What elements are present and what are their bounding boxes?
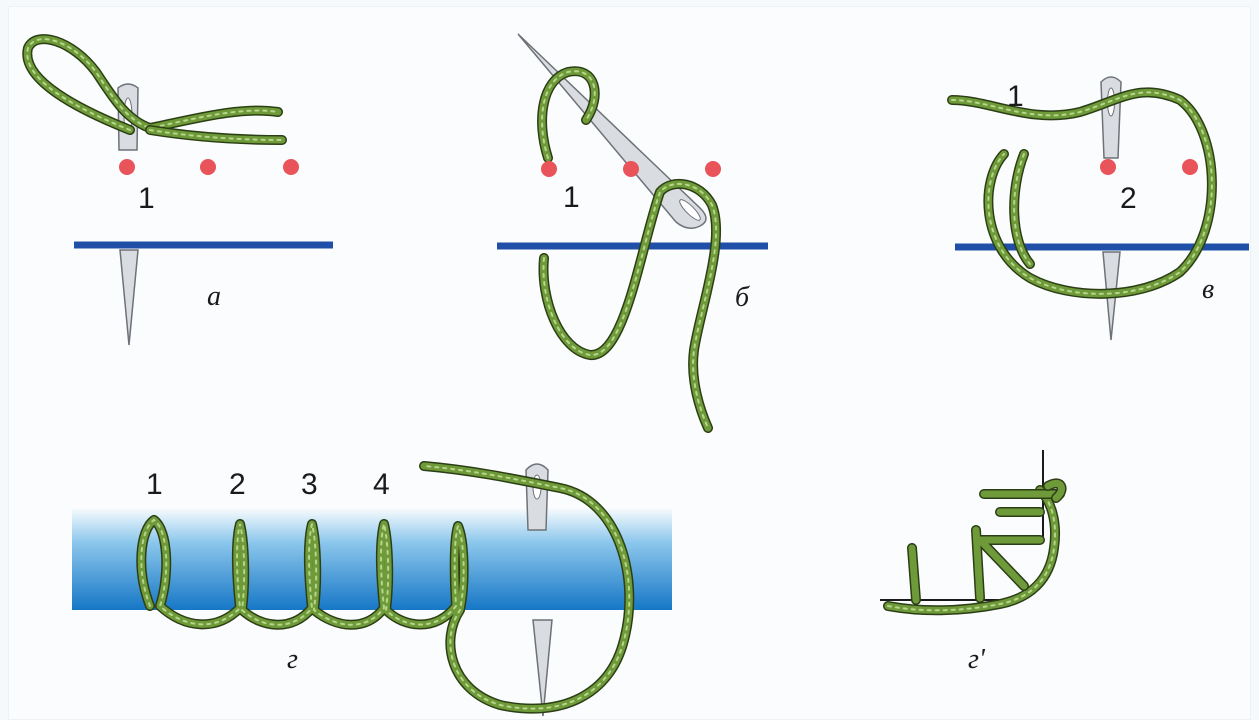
needle-icon: [119, 249, 139, 346]
loop-label: 3: [301, 468, 318, 501]
needle-icon: [532, 619, 553, 717]
panel-letter: б: [735, 282, 750, 313]
stitch-point: [623, 161, 639, 177]
thread: [537, 66, 722, 433]
loop-label: 1: [146, 468, 163, 501]
point-label: 1: [563, 181, 580, 214]
thread: [947, 87, 1217, 299]
stitch-point: [541, 161, 557, 177]
loop-label: 4: [373, 468, 390, 501]
point-label: 1: [1007, 80, 1024, 113]
needle-icon: [517, 33, 707, 229]
fabric-strip: [72, 506, 672, 610]
panel-g: 1 2 3 4 г: [72, 461, 672, 717]
thread: [22, 34, 287, 145]
stitch-point: [1182, 159, 1198, 175]
stitch-point: [200, 159, 216, 175]
stitch-point: [119, 159, 135, 175]
point-label: 2: [1120, 182, 1137, 215]
panel-letter: г': [968, 644, 986, 675]
panel-a: 1 а: [22, 34, 333, 346]
stitch-point: [1100, 159, 1116, 175]
panel-b: 1 б: [497, 33, 768, 433]
panel-letter: а: [207, 281, 221, 312]
thread: [136, 461, 635, 714]
stitch-point: [283, 159, 299, 175]
stitch-point: [705, 161, 721, 177]
point-label: 1: [138, 182, 155, 215]
panel-letter: г: [287, 644, 298, 675]
thread: [883, 478, 1067, 616]
panel-letter: в: [1202, 274, 1214, 305]
panel-g-prime: г': [880, 450, 1067, 675]
panel-v: 1 2 в: [947, 76, 1249, 341]
loop-label: 2: [229, 468, 246, 501]
